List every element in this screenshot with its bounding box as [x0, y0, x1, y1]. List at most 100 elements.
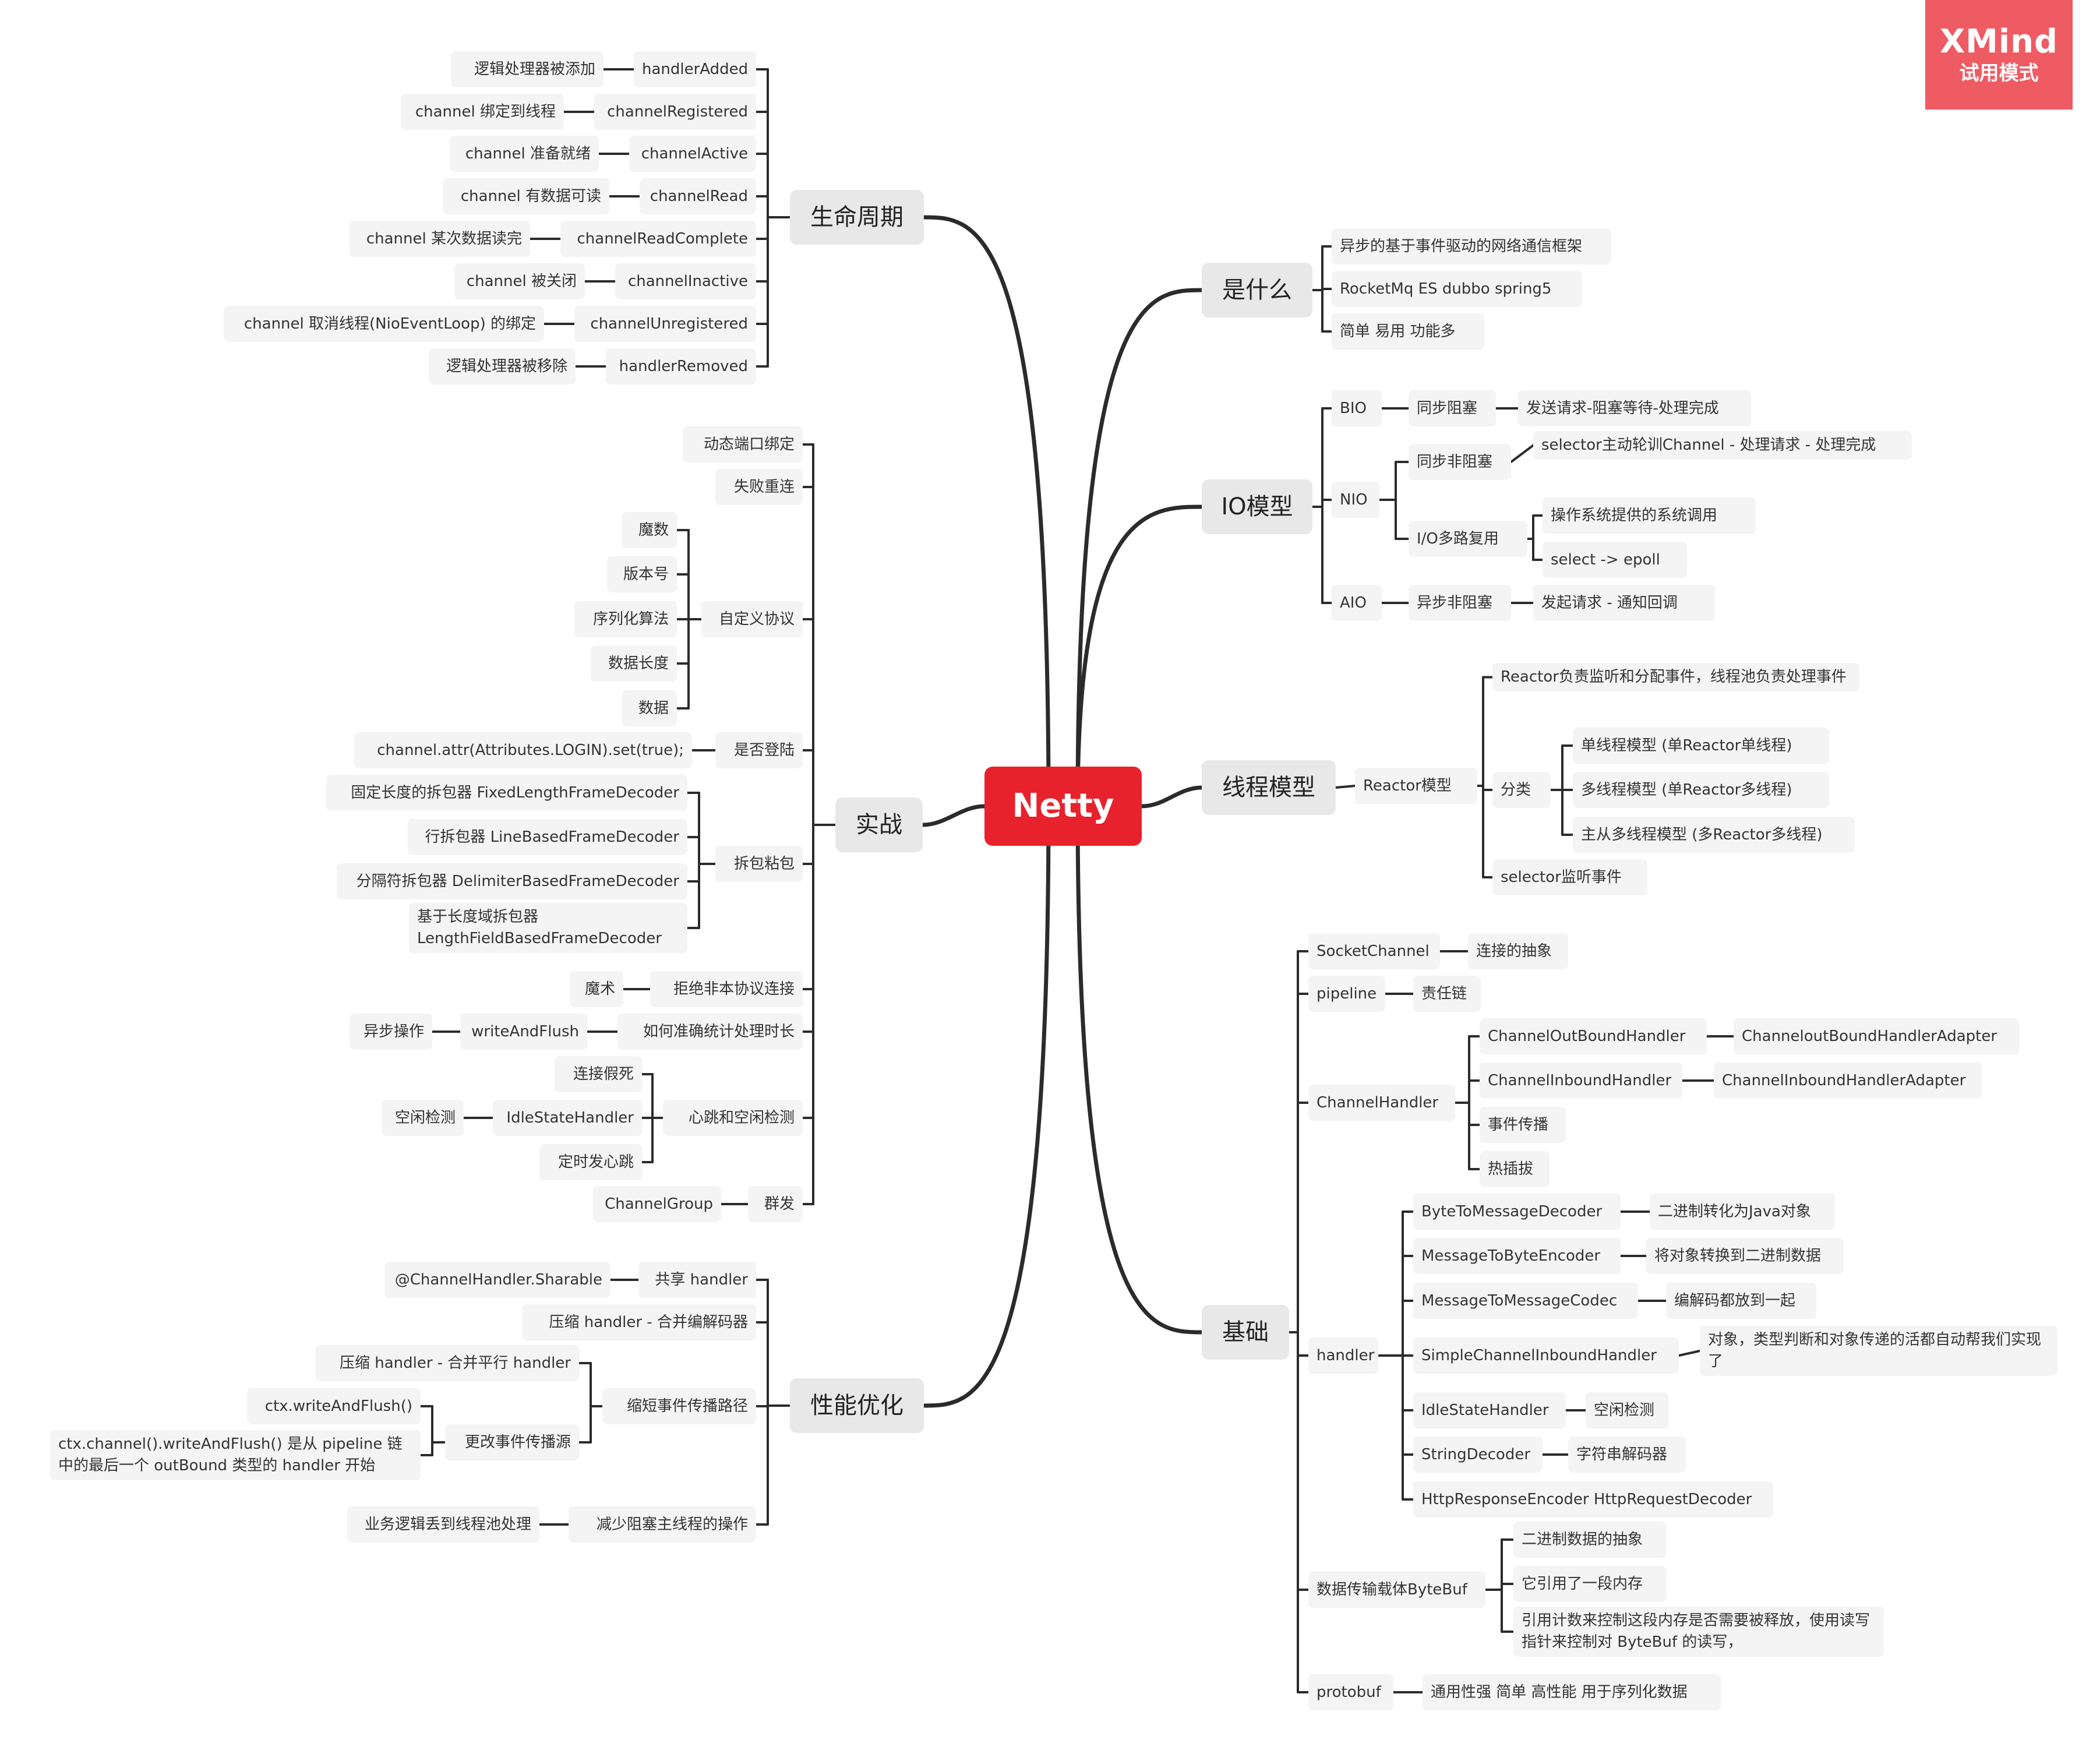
channel-event-propagation[interactable]: 事件传播 — [1480, 1107, 1566, 1143]
lifecycle-channel-registered-desc[interactable]: channel 绑定到线程 — [401, 94, 564, 130]
branch-what[interactable]: 是什么 — [1202, 263, 1312, 317]
protobuf-desc[interactable]: 通用性强 简单 高性能 用于序列化数据 — [1423, 1674, 1721, 1710]
basics-channel-handler[interactable]: ChannelHandler — [1308, 1085, 1455, 1121]
protocol-serialization[interactable]: 序列化算法 — [574, 601, 677, 637]
lifecycle-channel-inactive[interactable]: channelInactive — [615, 263, 756, 299]
practice-heartbeat[interactable]: 心跳和空闲检测 — [663, 1100, 803, 1136]
branch-lifecycle[interactable]: 生命周期 — [790, 190, 924, 245]
handler-message-to-byte-desc[interactable]: 将对象转换到二进制数据 — [1646, 1238, 1843, 1274]
channel-inbound-handler[interactable]: ChannelInboundHandler — [1480, 1063, 1682, 1099]
root-topic[interactable]: Netty — [984, 767, 1142, 846]
perf-sharable-annotation[interactable]: @ChannelHandler.Sharable — [384, 1262, 610, 1298]
timing-async-op[interactable]: 异步操作 — [350, 1014, 432, 1050]
perf-merge-codec[interactable]: 压缩 handler - 合并编解码器 — [522, 1304, 756, 1340]
lifecycle-channel-read-desc[interactable]: channel 有数据可读 — [443, 178, 609, 214]
perf-reduce-blocking[interactable]: 减少阻塞主线程的操作 — [569, 1506, 756, 1543]
handler-simple-channel-inbound[interactable]: SimpleChannelInboundHandler — [1413, 1337, 1679, 1374]
what-used-by[interactable]: RocketMq ES dubbo spring5 — [1332, 271, 1582, 307]
login-attr-set[interactable]: channel.attr(Attributes.LOGIN).set(true)… — [354, 732, 692, 768]
io-bio-sync-blocking[interactable]: 同步阻塞 — [1409, 390, 1496, 426]
io-nio[interactable]: NIO — [1332, 482, 1379, 518]
basics-handler[interactable]: handler — [1308, 1337, 1378, 1374]
practice-login[interactable]: 是否登陆 — [715, 732, 803, 768]
io-nio-selector-polling[interactable]: selector主动轮训Channel - 处理请求 - 处理完成 — [1533, 431, 1912, 460]
split-delimiter-based[interactable]: 分隔符拆包器 DelimiterBasedFrameDecoder — [337, 863, 687, 899]
lifecycle-channel-inactive-desc[interactable]: channel 被关闭 — [454, 263, 585, 299]
perf-thread-pool-business[interactable]: 业务逻辑丢到线程池处理 — [347, 1506, 539, 1543]
split-length-field-based[interactable]: 基于长度域拆包器 LengthFieldBasedFrameDecoder — [409, 903, 687, 953]
handler-string-decoder-desc[interactable]: 字符串解码器 — [1568, 1437, 1686, 1473]
lifecycle-channel-read-complete[interactable]: channelReadComplete — [560, 221, 756, 257]
lifecycle-channel-unregistered[interactable]: channelUnregistered — [574, 306, 756, 342]
lifecycle-channel-read-complete-desc[interactable]: channel 某次数据读完 — [350, 221, 530, 257]
practice-broadcast[interactable]: 群发 — [748, 1186, 803, 1222]
lifecycle-handler-removed-desc[interactable]: 逻辑处理器被移除 — [429, 348, 576, 384]
perf-channel-write-and-flush[interactable]: ctx.channel().writeAndFlush() 是从 pipelin… — [50, 1430, 421, 1480]
timing-write-and-flush[interactable]: writeAndFlush — [460, 1014, 587, 1050]
io-nio-io-multiplexing[interactable]: I/O多路复用 — [1409, 521, 1527, 557]
lifecycle-channel-unregistered-desc[interactable]: channel 取消线程(NioEventLoop) 的绑定 — [224, 306, 544, 342]
reject-magic[interactable]: 魔术 — [570, 971, 623, 1007]
what-event-driven[interactable]: 异步的基于事件驱动的网络通信框架 — [1332, 228, 1611, 264]
handler-message-to-byte-encoder[interactable]: MessageToByteEncoder — [1413, 1238, 1621, 1274]
split-line-based[interactable]: 行拆包器 LineBasedFrameDecoder — [408, 819, 687, 855]
branch-basics[interactable]: 基础 — [1202, 1305, 1289, 1360]
handler-message-to-message-desc[interactable]: 编解码都放到一起 — [1666, 1283, 1816, 1319]
io-nio-sync-nonblocking[interactable]: 同步非阻塞 — [1409, 444, 1511, 480]
io-nio-select-epoll[interactable]: select -> epoll — [1543, 542, 1687, 578]
broadcast-channel-group[interactable]: ChannelGroup — [593, 1186, 721, 1222]
perf-merge-parallel-handler[interactable]: 压缩 handler - 合并平行 handler — [316, 1345, 579, 1381]
handler-message-to-message-codec[interactable]: MessageToMessageCodec — [1413, 1283, 1638, 1319]
branch-io-model[interactable]: IO模型 — [1202, 479, 1312, 534]
basics-protobuf[interactable]: protobuf — [1308, 1674, 1393, 1710]
lifecycle-channel-active-desc[interactable]: channel 准备就绪 — [450, 136, 599, 172]
bytebuf-ref-counting[interactable]: 引用计数来控制这段内存是否需要被释放，使用读写指针来控制对 ByteBuf 的读… — [1513, 1607, 1884, 1657]
handler-byte-to-message-decoder[interactable]: ByteToMessageDecoder — [1413, 1194, 1621, 1230]
practice-timing[interactable]: 如何准确统计处理时长 — [617, 1014, 803, 1050]
thread-single-reactor-multi[interactable]: 多线程模型 (单Reactor多线程) — [1573, 772, 1829, 808]
thread-multi-reactor-multi[interactable]: 主从多线程模型 (多Reactor多线程) — [1573, 817, 1855, 853]
basics-bytebuf[interactable]: 数据传输载体ByteBuf — [1308, 1572, 1485, 1608]
handler-idle-state-handler[interactable]: IdleStateHandler — [1413, 1392, 1566, 1428]
heartbeat-idle-detect[interactable]: 空闲检测 — [382, 1100, 464, 1136]
lifecycle-handler-added-desc[interactable]: 逻辑处理器被添加 — [451, 51, 603, 87]
heartbeat-idle-state-handler[interactable]: IdleStateHandler — [493, 1100, 642, 1136]
lifecycle-channel-read[interactable]: channelRead — [640, 178, 756, 214]
branch-thread-model[interactable]: 线程模型 — [1202, 760, 1336, 815]
heartbeat-dead-connection[interactable]: 连接假死 — [555, 1056, 642, 1092]
io-aio-async-nonblocking[interactable]: 异步非阻塞 — [1409, 585, 1511, 621]
basics-pipeline[interactable]: pipeline — [1308, 976, 1385, 1012]
protocol-data[interactable]: 数据 — [622, 690, 677, 726]
io-aio-flow[interactable]: 发起请求 - 通知回调 — [1533, 585, 1715, 621]
thread-categories[interactable]: 分类 — [1492, 772, 1551, 808]
practice-reconnect[interactable]: 失败重连 — [715, 469, 803, 505]
branch-practice[interactable]: 实战 — [835, 797, 923, 852]
lifecycle-handler-removed[interactable]: handlerRemoved — [606, 348, 756, 384]
bytebuf-binary-abstraction[interactable]: 二进制数据的抽象 — [1513, 1522, 1666, 1558]
perf-shared-handler[interactable]: 共享 handler — [638, 1262, 756, 1298]
basics-pipeline-desc[interactable]: 责任链 — [1413, 976, 1481, 1012]
heartbeat-timed-ping[interactable]: 定时发心跳 — [539, 1144, 642, 1180]
perf-change-propagation-source[interactable]: 更改事件传播源 — [445, 1424, 579, 1460]
io-bio[interactable]: BIO — [1332, 390, 1382, 426]
what-simple-easy[interactable]: 简单 易用 功能多 — [1332, 313, 1484, 350]
lifecycle-handler-added[interactable]: handlerAdded — [634, 51, 756, 87]
protocol-version[interactable]: 版本号 — [607, 556, 677, 592]
lifecycle-channel-registered[interactable]: channelRegistered — [594, 94, 756, 130]
basics-socket-channel-desc[interactable]: 连接的抽象 — [1468, 933, 1568, 969]
handler-simple-channel-inbound-desc[interactable]: 对象，类型判断和对象传递的活都自动帮我们实现了 — [1700, 1326, 2057, 1376]
channel-inbound-adapter[interactable]: ChannelInboundHandlerAdapter — [1714, 1063, 1982, 1099]
channel-hot-swap[interactable]: 热插拔 — [1480, 1151, 1550, 1187]
handler-idle-detect[interactable]: 空闲检测 — [1586, 1392, 1668, 1428]
practice-reject-protocol[interactable]: 拒绝非本协议连接 — [650, 971, 803, 1007]
handler-http-codecs[interactable]: HttpResponseEncoder HttpRequestDecoder — [1413, 1481, 1773, 1517]
thread-reactor-model[interactable]: Reactor模型 — [1355, 768, 1477, 804]
handler-string-decoder[interactable]: StringDecoder — [1413, 1437, 1543, 1473]
channel-outbound-handler[interactable]: ChannelOutBoundHandler — [1480, 1018, 1707, 1054]
io-bio-flow[interactable]: 发送请求-阻塞等待-处理完成 — [1518, 390, 1751, 426]
io-aio[interactable]: AIO — [1332, 585, 1382, 621]
protocol-data-length[interactable]: 数据长度 — [591, 645, 677, 682]
thread-reactor-desc[interactable]: Reactor负责监听和分配事件，线程池负责处理事件 — [1492, 663, 1859, 691]
thread-selector-listen[interactable]: selector监听事件 — [1492, 859, 1647, 895]
protocol-magic-number[interactable]: 魔数 — [622, 512, 677, 548]
